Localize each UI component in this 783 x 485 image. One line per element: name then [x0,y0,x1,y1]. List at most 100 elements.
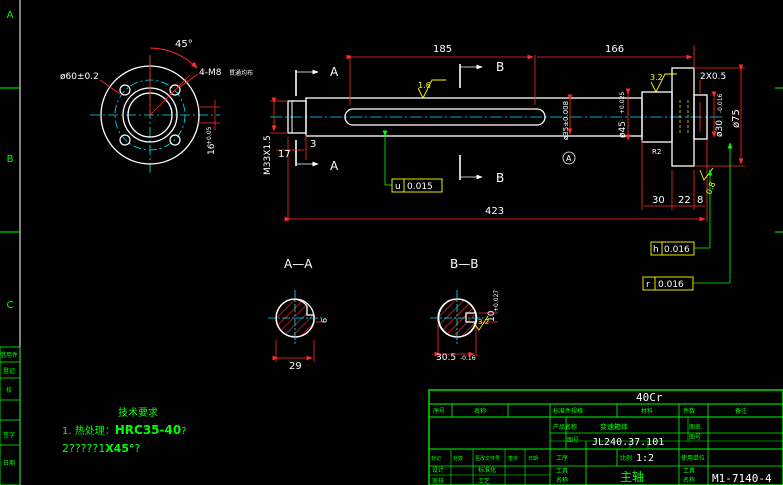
scale-label: 比例 [620,454,632,462]
title-block[interactable] [428,389,783,485]
flange-keyway-dim: 16 [207,143,217,155]
material-value: 40Cr [636,391,663,404]
shaft-spigot [693,94,708,140]
bolt-circle-dim: ø60±0.2 [60,72,99,82]
bolt-hole [119,134,131,146]
roughness-3: 0.8 [704,181,717,196]
flange-angle-label: 45° [175,39,193,50]
design-label: 设计 [432,466,444,474]
title-block-text: 40Cr 序号 名称 标准件规格 材料 件数 备注 产品名称 变速箱体 图号 J… [431,391,772,485]
zone-label-a: A [7,10,14,21]
product-name-label: 产品名称 [553,423,577,431]
section-b-marker: B [496,171,504,185]
svg-text:2?????1X45°?: 2?????1X45°? [62,442,141,455]
strip-label-5: 日期 [3,459,15,467]
zone-label-c: C [7,300,14,311]
gdt-u-value: 0.015 [407,182,433,192]
thread-dim: M33X1.5 [263,135,273,175]
bb-dim-10-tol: +0.027 [493,290,500,312]
product-name-value: 变速箱体 [600,422,628,431]
zone-label-b: B [7,154,14,165]
flange-end-view[interactable]: 45° ø60±0.2 4-M8 贯通均布 16 +0.05 [60,39,253,175]
rev-mark-label: 标记 [431,455,441,462]
tool-name-label: 名称 [683,476,695,484]
hdr-qty: 件数 [683,407,695,415]
drawing-no-value: JL240.37.101 [592,437,664,448]
bb-dim-30-5-tol: -0.16 [460,355,476,362]
bb-dim-10: 10 [487,310,497,322]
rev-date-label: 日期 [528,456,538,462]
dia-45-dim: ø45 [618,121,628,138]
section-bb-label: B—B [450,257,478,271]
dia-45-tol: +0.025 [619,92,626,114]
tool2-label: 工具 [683,468,695,475]
svg-text:1. 热处理：HRC35-40?: 1. 热处理：HRC35-40? [62,423,187,437]
bolt-holes-label: 4-M8 [199,68,222,78]
fillet-radius: R2 [652,148,661,156]
datum-a: A [566,154,572,163]
draw-no-label: 图号 [689,434,701,441]
bb-roughness: 3.2 [478,318,489,326]
gdt-h-symbol: h [653,245,659,255]
roughness-2: 3.2 [650,73,663,82]
rev-sign-label: 签字 [508,455,518,462]
dim-423: 423 [485,206,504,217]
gdt-h-value: 0.016 [664,245,690,255]
shaft-front-view[interactable]: A A B B 185 166 423 30 22 8 17 3 [263,44,745,222]
std-label: 标准化 [478,466,496,474]
gdt-runout-u[interactable]: u 0.015 [382,130,443,193]
dia-30-dim: ø30 [715,120,725,137]
tool-label: 工具 [556,468,568,475]
part-name-value: 主轴 [620,469,644,484]
gdt-flatness-h[interactable]: h 0.016 [650,169,713,256]
aa-dim-6: 6 [320,318,329,323]
section-aa-view[interactable]: A—A 29 6 [268,257,329,372]
gdt-r-symbol: r [646,280,650,290]
tech-req-line1-prefix: 1. 热处理： [62,424,115,437]
section-a-marker: A [330,159,339,173]
hdr-mat: 材料 [641,407,653,415]
tech-req-line2-prefix: 2?????1 [62,442,105,455]
rev-count-label: 处数 [453,455,463,462]
section-bb-view[interactable]: B—B 30.5 -0.16 10 +0.027 3.2 [430,257,500,363]
strip-label-2: 登记 [3,367,15,375]
tech-req-line1-suffix: ? [181,426,186,437]
hdr-name: 名称 [474,407,486,415]
tech-req-title: 技术要求 [118,406,158,419]
keyway-slot [344,108,546,126]
process-label: 工序 [556,454,568,462]
dim-17: 17 [278,149,291,160]
part-no-value: M1-7140-4 [712,472,772,485]
strip-label-1: 借用件 [0,351,18,359]
tech-req-line2-value: X45° [105,442,134,455]
gdt-runout-r[interactable]: r 0.016 [642,142,733,291]
dim-22: 22 [678,195,691,206]
bolt-hole [169,134,181,146]
tech-req-line1-value: HRC35-40 [115,423,181,437]
technical-requirements: 技术要求 1. 热处理：HRC35-40? 2?????1X45°? [62,406,187,455]
gdt-r-value: 0.016 [658,280,684,290]
roughness-1: 1.6 [418,81,431,90]
bolt-hole [119,84,131,96]
section-b-marker: B [496,60,504,74]
flange-keyway-tol: +0.05 [206,126,213,145]
part-name-label: 名称 [556,476,568,484]
dim-185: 185 [433,44,452,55]
drawing-no-label: 图号 [567,437,579,444]
section-a-marker: A [330,65,339,79]
tech-req-line2-suffix: ? [135,442,141,455]
hdr-seq: 序号 [433,407,445,415]
dia-75-dim: ø75 [731,109,742,128]
strip-label-3: 校 [6,386,12,394]
dim-30: 30 [652,195,665,206]
left-strip: 借用件 登记 校 签字 日期 [0,346,21,485]
aa-dim-29: 29 [289,361,302,372]
dim-8: 8 [697,195,703,206]
chamfer-label: 2X0.5 [700,72,726,82]
rev-file-label: 更改文件号 [475,455,500,462]
hdr-note: 备注 [735,407,747,415]
bolt-holes-note: 贯通均布 [229,69,253,77]
strip-label-4: 签字 [3,431,15,439]
